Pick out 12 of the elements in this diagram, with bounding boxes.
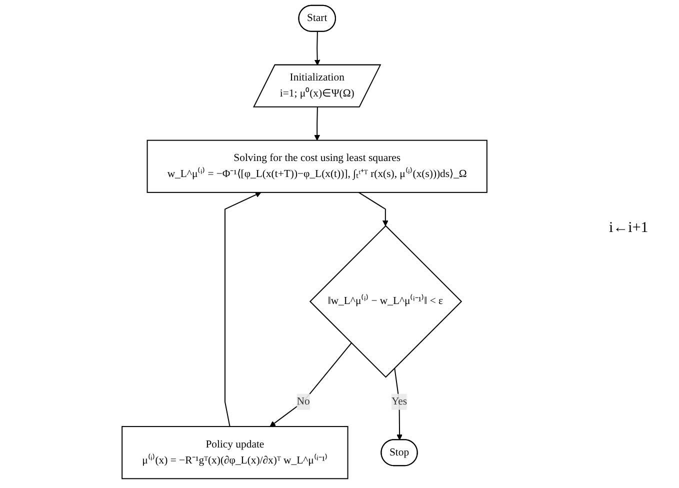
edge-label: Yes [391,396,408,408]
edge-label: No [296,396,310,408]
node-box: Policy update μ⁽ⁱ⁾(x) = −R⁻¹gᵀ(x)(∂φ_L(x)/∂x)ᵀ w_L^μ⁽ⁱ⁻¹⁾ [122,426,348,480]
arrow [394,367,402,440]
note-text: i←i+1 [609,220,650,237]
arrow [314,31,320,66]
arrow [224,192,262,428]
node-box: Solving for the cost using least squares w_L^μ⁽ⁱ⁾ = −Φ⁻¹⟨[φ_L(x(t+T))−φ_L(x(t))], ∫ₜᵗ⁺ᵀ r(x(s), μ⁽ⁱ⁾(x(s)))ds⟩_Ω [146,140,488,193]
arrow [314,106,320,141]
node-diamond: ‖w_L^μ⁽ⁱ⁾ − w_L^μ⁽ⁱ⁻¹⁾‖ < ε [309,225,462,378]
arrow [358,192,388,226]
arrow [270,342,352,427]
